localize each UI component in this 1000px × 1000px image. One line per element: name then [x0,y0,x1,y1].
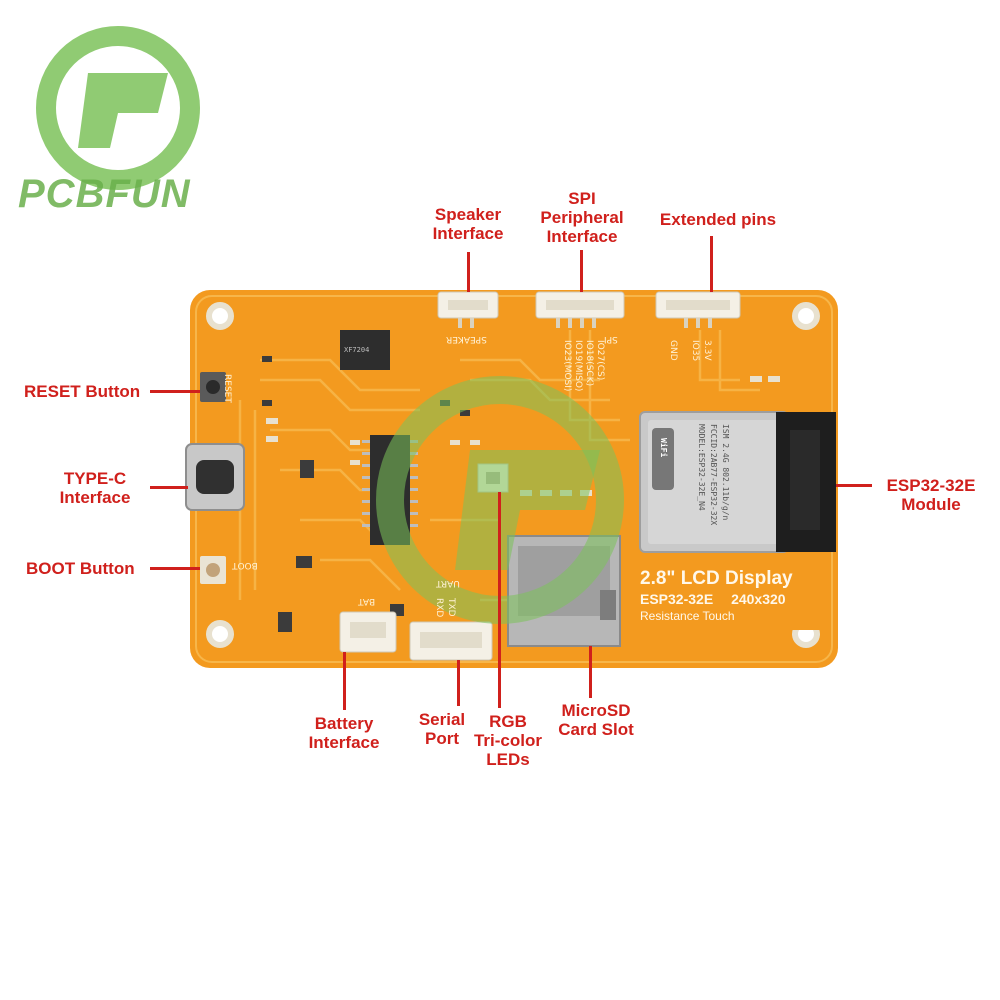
callout-boot-line-1: BOOT Button [26,559,135,578]
callout-microsd-line-1: MicroSD [561,701,631,720]
lcd-model: ESP32-32E 240x320 [640,591,786,607]
callout-microsd-line-2: Card Slot [558,720,634,739]
silk-rxd: RXD [434,598,444,618]
callout-microsd: MicroSD Card Slot [550,701,642,739]
brand-name: PCBFUN [18,172,191,216]
callout-battery: Battery Interface [300,714,388,752]
callout-spi: SPI Peripheral Interface [528,189,636,246]
callout-reset-line [150,390,200,393]
callout-typec-line-2: Interface [59,488,131,507]
callout-speaker-line-2: Interface [432,224,504,243]
silk-spi: SPI [604,334,618,344]
callout-typec: TYPE-C Interface [40,469,150,507]
callout-esp32-line-2: Module [901,495,961,514]
lcd-resolution: 240x320 [731,591,786,607]
callout-esp32: ESP32-32E Module [876,476,986,514]
silk-uart: UART [436,578,460,588]
callout-spi-line-1: SPI [568,189,596,208]
callout-rgb: RGB Tri-color LEDs [468,712,548,769]
callout-rgb-line-1: RGB [489,712,527,731]
callout-speaker-line [467,252,470,292]
silk-spi-pin-2: IO19(MISO) [573,340,583,392]
silk-speaker: SPEAKER [446,334,487,344]
amp-chip-label: XF7204 [344,346,370,354]
module-line-3: ISM 2.4G 802.11b/g/n [721,424,730,521]
pcbfun-logo [36,26,200,190]
silk-txd: TXD [446,598,456,617]
callout-serial-line [457,660,460,706]
callout-extended-line [710,236,713,292]
silk-spi-pin-3: IO18(SCK) [584,340,594,387]
silk-boot: BOOT [232,560,258,570]
silk-gnd: GND [668,340,678,361]
callout-serial-line-2: Port [425,729,459,748]
callout-spi-line [580,250,583,292]
callout-rgb-line-2: Tri-color [473,731,542,750]
callout-esp32-line [836,484,872,487]
callout-boot: BOOT Button [26,559,135,578]
callout-speaker-line-1: Speaker [434,205,502,224]
wifi-badge: WiFi [659,438,668,458]
lcd-model-name: ESP32-32E [640,591,714,607]
callout-serial-line-1: Serial [418,710,466,729]
callout-extended: Extended pins [648,210,788,229]
callout-boot-line [150,567,200,570]
silk-spi-pin-4: IO27(CS) [595,340,605,381]
silk-bat: BAT [358,596,376,606]
module-line-1: MODEL:ESP32-32E_N4 [697,424,706,511]
callout-typec-line [150,486,188,489]
callout-spi-line-2: Peripheral [540,208,624,227]
callout-rgb-line-3: LEDs [486,750,530,769]
callout-typec-line-1: TYPE-C [63,469,127,488]
callout-battery-line-1: Battery [314,714,374,733]
lcd-title: 2.8" LCD Display [640,568,793,589]
callout-esp32-line-1: ESP32-32E [886,476,976,495]
callout-rgb-line [498,492,501,708]
callout-reset: RESET Button [24,382,140,401]
silk-spi-pin-1: IO23(MOSI) [562,340,572,392]
callout-battery-line [343,652,346,710]
callout-speaker: Speaker Interface [420,205,516,243]
lcd-touch: Resistance Touch [640,609,735,623]
silk-reset: RESET [222,374,232,403]
callout-serial: Serial Port [408,710,476,748]
silk-io35: IO35 [690,340,700,362]
callout-reset-line-1: RESET Button [24,382,141,401]
callout-battery-line-2: Interface [308,733,380,752]
callout-extended-line-1: Extended pins [659,210,777,229]
callout-spi-line-3: Interface [546,227,618,246]
module-line-2: FCCID:2AB77-ESP32-32X [709,424,718,526]
callout-microsd-line [589,646,592,698]
silk-3v3: 3.3V [702,340,712,361]
